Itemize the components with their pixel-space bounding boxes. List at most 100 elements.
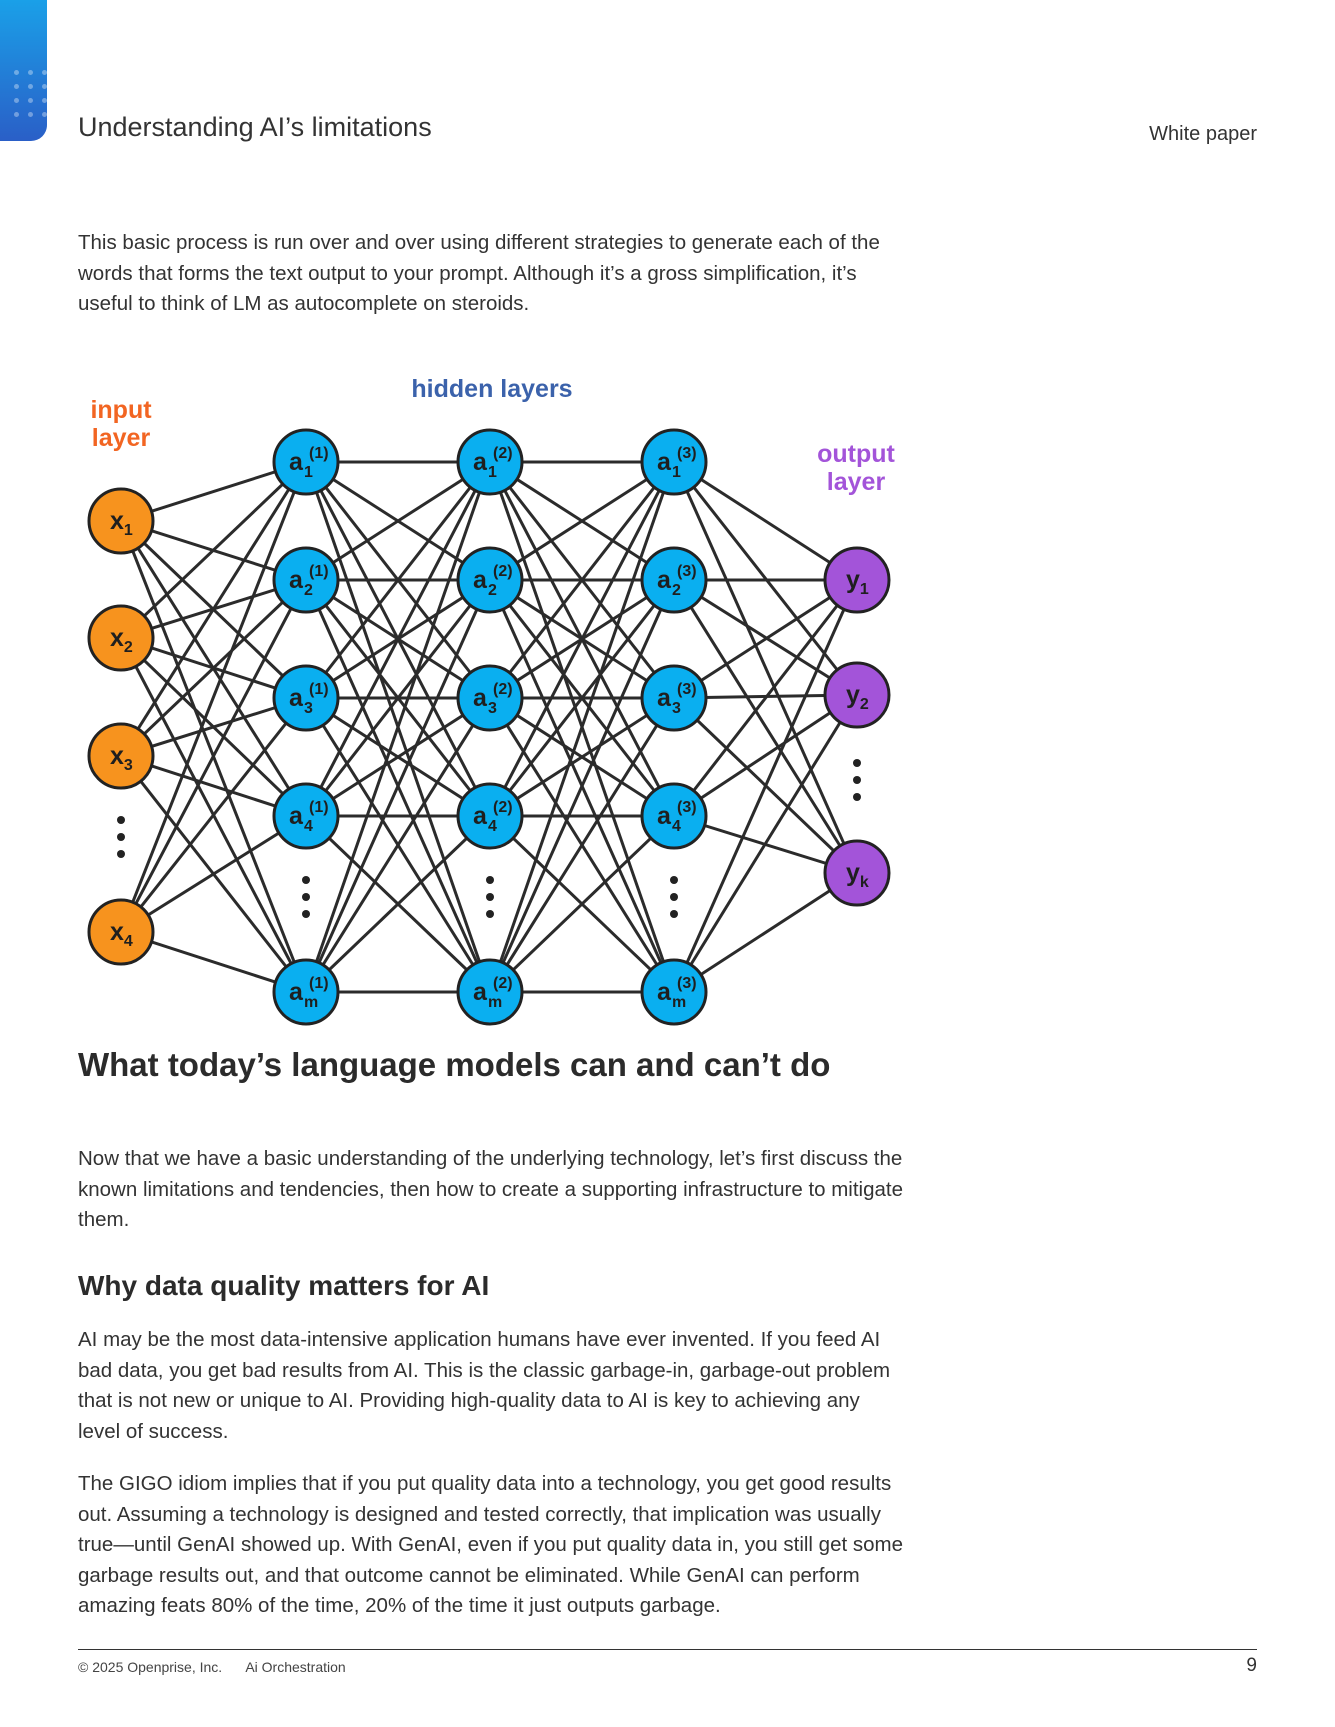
output-ellipsis-dot — [853, 776, 861, 784]
input-ellipsis-dot — [117, 816, 125, 824]
hidden-node-l1-3-label: a — [289, 684, 304, 712]
connection-edge — [305, 696, 491, 818]
hidden-node-l1-4-label: a — [289, 802, 304, 830]
input-node-x2-label: x2 — [110, 624, 133, 656]
hidden-node-l3-2-subscript: 2 — [672, 582, 681, 599]
input-node-x3-label: x3 — [110, 742, 133, 774]
hidden-node-l3-3-subscript: 3 — [672, 700, 681, 717]
output-node-y1-circle — [823, 546, 891, 614]
hidden-node-l2-1-label: a — [473, 448, 488, 476]
output-node-y2: y2 — [823, 661, 891, 729]
hidden-ellipsis-dot — [302, 893, 310, 901]
hidden-node-l1-2-label: a — [289, 566, 304, 594]
connection-edge — [304, 814, 492, 994]
intro-paragraph: This basic process is run over and over … — [78, 231, 880, 315]
hidden-layers-label: hidden layers — [411, 375, 572, 403]
hidden-node-l2-4: a(2)4 — [456, 782, 524, 850]
output-ellipsis-dot — [853, 793, 861, 801]
connection-edge — [488, 461, 676, 817]
footer-left: © 2025 Openprise, Inc. Ai Orchestration — [78, 1659, 366, 1675]
connection-edge — [119, 579, 308, 933]
hidden-node-l2-4-superscript: (2) — [493, 799, 513, 816]
hidden-node-l1-1: a(1)1 — [272, 428, 340, 496]
section-heading-data-quality: Why data quality matters for AI — [78, 1270, 490, 1301]
hidden-node-l3-4-superscript: (3) — [677, 799, 697, 816]
connection-edge — [488, 461, 676, 699]
hidden-node-l2-1-superscript: (2) — [493, 445, 513, 462]
connection-edge — [119, 461, 308, 757]
page-number: 9 — [1246, 1655, 1257, 1676]
hidden-node-l3-3: a(3)3 — [640, 664, 708, 732]
header-title: Understanding AI’s limitations — [78, 112, 432, 142]
connection-edge — [673, 871, 858, 994]
footer-divider — [78, 1649, 1257, 1650]
section-heading-capabilities: What today’s language models can and can… — [78, 1046, 831, 1083]
connection-edge — [488, 814, 676, 994]
hidden-node-l3-m-circle — [640, 958, 708, 1026]
hidden-node-l2-m-superscript: (2) — [493, 975, 513, 992]
footer-doc-name: Ai Orchestration — [245, 1659, 346, 1675]
input-node-x2-circle — [87, 604, 155, 672]
hidden-node-l3-4: a (3) 4 — [640, 782, 708, 850]
hidden-ellipsis-dot — [486, 910, 494, 918]
hidden-ellipsis-dot — [486, 893, 494, 901]
hidden-node-l1-m-circle — [272, 958, 340, 1026]
connection-edge — [488, 579, 676, 993]
hidden-node-l2-2: a(2)2 — [456, 546, 524, 614]
connection-edge — [672, 579, 859, 993]
hidden-node-l1-3-superscript: (1) — [309, 681, 329, 698]
header-tag: White paper — [1149, 123, 1257, 145]
hidden-node-l3-4-circle — [640, 782, 708, 850]
connection-edge — [672, 694, 859, 993]
capabilities-paragraph: Now that we have a basic understanding o… — [78, 1147, 904, 1231]
output-node-yk-label: yk — [846, 859, 869, 891]
connection-edge — [672, 461, 859, 874]
hidden-node-l2-m-circle — [456, 958, 524, 1026]
hidden-ellipsis-dot — [302, 876, 310, 884]
connection-edge — [489, 696, 675, 818]
hidden-node-l2-m-label: a — [473, 978, 488, 1006]
input-node-x4: x4 — [87, 898, 155, 966]
input-node-x1-circle — [87, 487, 155, 555]
hidden-node-l2-m: a (2) m — [456, 958, 524, 1026]
hidden-node-l1-3-subscript: 3 — [304, 700, 313, 717]
hidden-node-l1-2: a(1)2 — [272, 546, 340, 614]
input-node-x1: x1 — [87, 487, 155, 555]
data-quality-paragraph-1: AI may be the most data-intensive applic… — [78, 1328, 891, 1443]
hidden-ellipsis-dot — [302, 910, 310, 918]
hidden-node-l2-2-circle — [456, 546, 524, 614]
hidden-node-l1-1-subscript: 1 — [304, 464, 313, 481]
hidden-node-l3-4-subscript: 4 — [672, 818, 681, 835]
connection-edge — [673, 460, 858, 582]
hidden-node-l2-2-subscript: 2 — [488, 582, 497, 599]
footer-copyright: © 2025 Openprise, Inc. — [78, 1659, 223, 1675]
hidden-node-l2-1: a(2)1 — [456, 428, 524, 496]
connection-edge — [120, 814, 307, 934]
neural-network-diagram: x1x2x3x4a(1)1a(1)2a(1)3a(1)4a(1)ma(2)1a(… — [87, 375, 896, 1026]
connection-edge — [304, 461, 492, 699]
hidden-node-l3-2-superscript: (3) — [677, 563, 697, 580]
hidden-node-l1-2-superscript: (1) — [309, 563, 329, 580]
input-ellipsis-dot — [117, 850, 125, 858]
hidden-node-l2-3-label: a — [473, 684, 488, 712]
output-node-yk-circle — [823, 839, 891, 907]
hidden-node-l2-m-subscript: m — [488, 994, 502, 1011]
connection-edge — [488, 461, 676, 993]
hidden-node-l2-3: a(2)3 — [456, 664, 524, 732]
hidden-node-l1-1-label: a — [289, 448, 304, 476]
output-node-y2-circle — [823, 661, 891, 729]
hidden-ellipsis-dot — [670, 876, 678, 884]
input-node-x1-label: x1 — [110, 507, 133, 539]
corner-accent-tab — [0, 0, 47, 141]
input-node-x3-circle — [87, 722, 155, 790]
hidden-node-l3-4-label: a — [657, 802, 672, 830]
connection-edge — [672, 579, 859, 874]
connection-edge — [119, 697, 308, 933]
output-node-y1-label: y1 — [846, 566, 869, 598]
hidden-node-l3-m-superscript: (3) — [677, 975, 697, 992]
hidden-node-l1-3: a (1) 3 — [272, 664, 340, 732]
connection-edge — [304, 461, 492, 993]
hidden-node-l2-2-label: a — [473, 566, 488, 594]
output-node-y2-label: y2 — [846, 681, 869, 713]
